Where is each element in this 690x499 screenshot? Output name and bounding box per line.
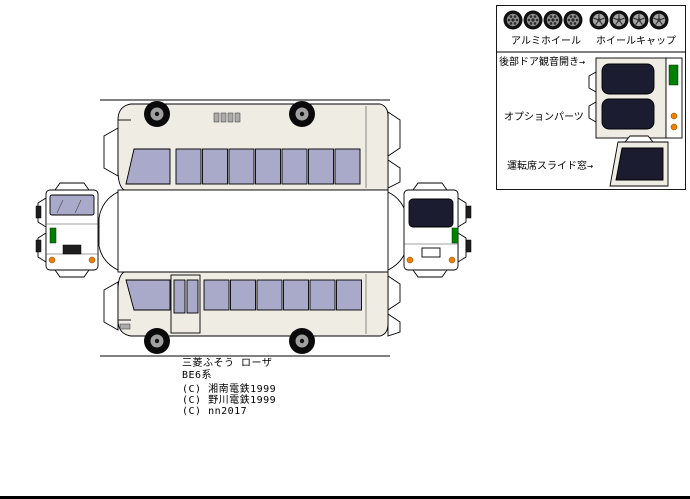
underbody-vent (220, 112, 227, 123)
bus-window (336, 279, 362, 311)
aluminum-wheel-icon (503, 10, 523, 30)
bus-side-panel-top (103, 101, 401, 191)
slide-window-label: 運転席スライド窓→ (507, 161, 594, 172)
door-window (173, 279, 186, 314)
copyright-line: (C) 野川電鉄1999 (182, 395, 277, 406)
glue-tab (387, 313, 401, 337)
license-plate (421, 247, 441, 258)
wheel (289, 101, 315, 127)
tail-light (448, 256, 456, 264)
bus-window (256, 279, 283, 311)
side-windows (175, 148, 361, 185)
glue-tab (103, 127, 119, 177)
series-name: BE6系 (182, 370, 213, 381)
aluminum-wheel-icon (563, 10, 583, 30)
glue-tab (387, 275, 401, 311)
turn-signal (48, 256, 56, 264)
tail-light (670, 112, 678, 120)
copyright-line: (C) 湘南電鉄1999 (182, 384, 277, 395)
wiper (74, 199, 82, 214)
wheel (144, 328, 170, 354)
bus-window (281, 148, 308, 185)
front-bumper-detail (119, 323, 131, 330)
rear-window (408, 198, 454, 228)
glue-tab (103, 281, 119, 331)
bus-rear-panel (403, 182, 472, 278)
roof-front-curve (98, 191, 119, 271)
copyright-line: (C) nn2017 (182, 406, 248, 417)
aluminum-wheel-label: アルミホイール (511, 36, 581, 47)
door-marker-light (49, 227, 57, 244)
door-marker-light (668, 64, 679, 86)
mirror-part (35, 239, 42, 253)
options-panel (496, 5, 686, 190)
wiper (56, 199, 64, 214)
bus-window (203, 279, 230, 311)
door-marker-light (451, 227, 459, 244)
glue-tab (457, 232, 467, 263)
glue-tab (588, 71, 597, 93)
slide-window-glass (615, 147, 664, 181)
tail-light (670, 123, 678, 131)
underbody-vent (213, 112, 220, 123)
bus-window (228, 148, 255, 185)
front-grille-plate (62, 244, 82, 255)
glue-tab (624, 135, 654, 143)
bus-side-panel-bottom (103, 271, 401, 354)
bus-window (283, 279, 309, 311)
bus-front-panel (35, 182, 99, 278)
bus-window (308, 148, 334, 185)
bus-window (255, 148, 281, 185)
underbody-vent (227, 112, 234, 123)
bus-window (309, 279, 336, 311)
wheel (289, 328, 315, 354)
glue-tab (54, 182, 90, 191)
aluminum-wheel-icon (523, 10, 543, 30)
glue-tab (387, 159, 401, 189)
windshield (125, 279, 171, 311)
bus-window (202, 148, 228, 185)
model-name: 三菱ふそう ローザ (182, 358, 273, 369)
bus-window (175, 148, 202, 185)
glue-tab (457, 197, 467, 228)
slide-window-part (609, 135, 669, 187)
wheel (144, 101, 170, 127)
wheel-cap-icon (588, 9, 610, 31)
glue-tab (387, 111, 401, 157)
bus-roof-panel (98, 189, 408, 273)
front-windshield (49, 194, 95, 216)
bus-window (334, 148, 361, 185)
glue-tab (54, 269, 90, 278)
windshield (125, 148, 171, 185)
side-windows (203, 279, 362, 311)
aluminum-wheel-icon (543, 10, 563, 30)
mirror-part (35, 205, 42, 219)
glue-tab (588, 101, 597, 123)
mirror-part (465, 239, 472, 253)
rear-door-window (601, 63, 655, 95)
turn-signal (88, 256, 96, 264)
rear-door-label: 後部ドア観音開き→ (499, 57, 586, 68)
mirror-part (465, 205, 472, 219)
rear-door-window (601, 98, 655, 130)
wheel-cap-icon (648, 9, 670, 31)
glue-tab (412, 269, 448, 278)
glue-tab (412, 182, 448, 191)
wheel-cap-icon (628, 9, 650, 31)
option-parts-label: オプションパーツ (504, 112, 584, 123)
rear-door-part (588, 57, 683, 139)
wheel-cap-icon (608, 9, 630, 31)
bus-window (230, 279, 256, 311)
wheel-cap-label: ホイールキャップ (596, 36, 676, 47)
roof-surface (117, 189, 389, 273)
tail-light (406, 256, 414, 264)
bottom-border (0, 496, 690, 499)
door-window (186, 279, 199, 314)
underbody-vent (234, 112, 241, 123)
